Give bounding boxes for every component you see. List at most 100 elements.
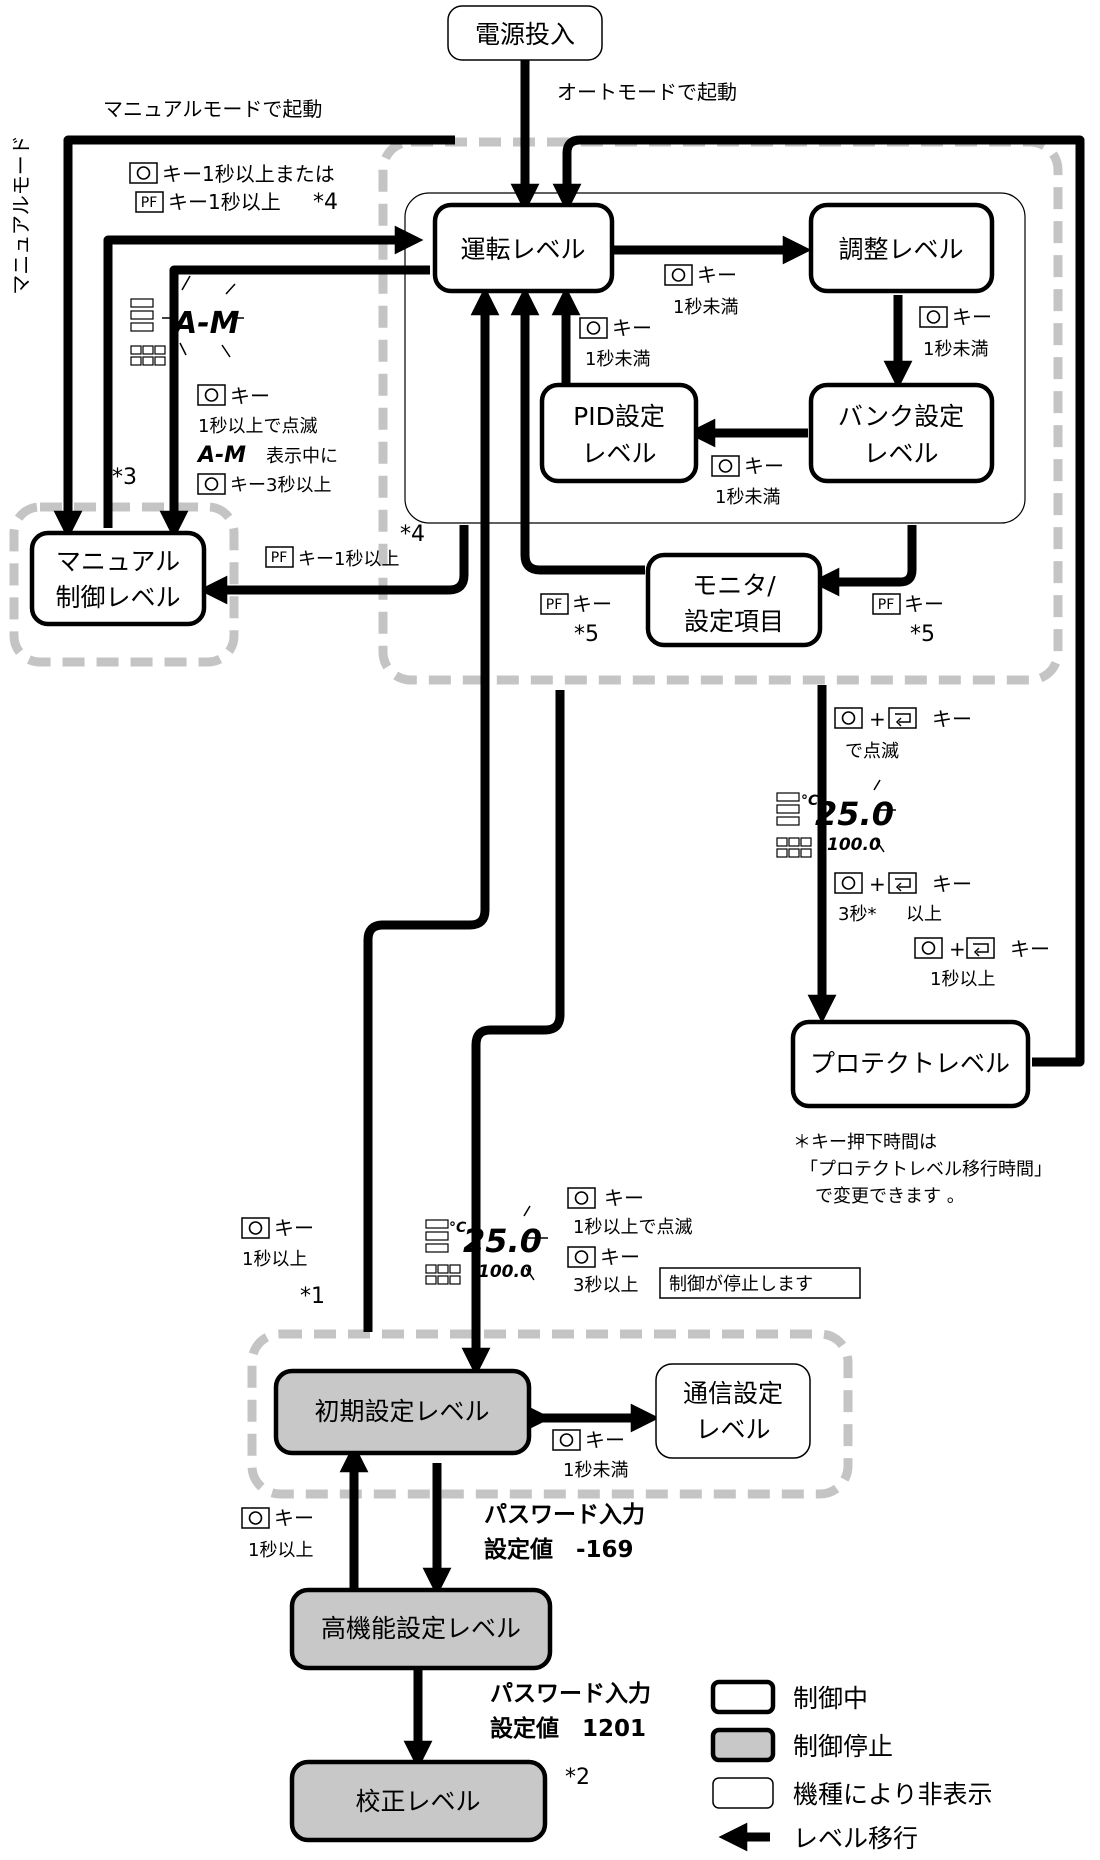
mode-key-icon: [567, 1246, 596, 1268]
plus-sign: +: [869, 707, 886, 731]
group-manual-frame: [9, 502, 239, 667]
pid-level-box[interactable]: [539, 382, 699, 484]
adjustment-level-label: 調整レベル: [838, 235, 963, 264]
legend-hidden-swatch: [712, 1777, 774, 1809]
operation-level-box[interactable]: [432, 202, 615, 294]
legend: 制御中 制御停止 機種により非表示 レベル移行: [710, 1679, 993, 1853]
key-1s-or-caption: キー1秒以上または: [162, 162, 335, 186]
group-initial-frame: [247, 1329, 853, 1499]
lt1s-caption: 1秒未満: [715, 487, 780, 508]
ge1s-caption: 1秒以上: [248, 1540, 313, 1561]
note-line-3: で変更できます 。: [815, 1186, 965, 1207]
monitor-item-label-1: モニタ/: [692, 571, 776, 600]
three-seconds-caption: 3秒*: [838, 904, 876, 925]
lt1s-caption: 1秒未満: [923, 339, 988, 360]
password-caption-1: パスワード入力: [484, 1502, 645, 1528]
key-label: キー: [600, 1245, 640, 1269]
mode-key-icon: [197, 473, 226, 495]
key-label: キー: [904, 592, 944, 616]
pf-key-icon: [872, 593, 901, 615]
plus-sign: +: [949, 937, 966, 961]
pv-display-icon: °C 25.0 100.0: [776, 779, 896, 858]
three-s-ijou-caption: 3秒以上: [573, 1275, 638, 1296]
mode-key-icon: [579, 317, 608, 339]
key-label: キー: [274, 1216, 314, 1240]
note-mark-5b: *5: [910, 622, 935, 647]
key-label: キー: [604, 1186, 644, 1210]
power-on-box: [447, 5, 603, 61]
mode-key-icon: [834, 707, 863, 729]
note-mark-1: *1: [300, 1284, 325, 1309]
initial-level-box[interactable]: [273, 1368, 532, 1456]
svg-text:25.0: 25.0: [815, 795, 894, 833]
power-on-label: 電源投入: [475, 20, 575, 49]
ge1s-blink-caption: 1秒以上で点滅: [198, 416, 317, 437]
mode-key-icon: [711, 455, 740, 477]
manual-level-label-1: マニュアル: [56, 547, 180, 576]
key-label: キー: [952, 305, 992, 329]
key-label: キー: [932, 707, 972, 731]
legend-stopped-label: 制御停止: [793, 1732, 893, 1761]
pf-key-icon-label: PF: [878, 597, 895, 613]
legend-active-label: 制御中: [793, 1684, 868, 1713]
protect-level-box[interactable]: [790, 1019, 1031, 1109]
transition-arrows: [53, 54, 1085, 1770]
svg-text:A-M: A-M: [172, 306, 240, 341]
svg-text:100.0: 100.0: [827, 835, 881, 855]
enter-key-icon: [888, 707, 917, 729]
lt1s-caption: 1秒未満: [563, 1460, 628, 1481]
key-label: キー: [274, 1506, 314, 1530]
ge1s-blink-caption: 1秒以上で点滅: [573, 1217, 692, 1238]
manual-level-box[interactable]: [29, 530, 207, 627]
note-mark-4b: *4: [400, 522, 425, 547]
advanced-level-label: 高機能設定レベル: [321, 1614, 521, 1643]
svg-text:25.0: 25.0: [463, 1222, 542, 1260]
bank-level-box[interactable]: [808, 382, 995, 484]
key-label: キー: [230, 384, 270, 408]
svg-text:100.0: 100.0: [478, 1262, 532, 1282]
pf-key-icon-label: PF: [141, 195, 158, 211]
comm-level-label-1: 通信設定: [683, 1379, 783, 1408]
manual-level-label-2: 制御レベル: [55, 583, 180, 612]
bank-level-label-2: レベル: [863, 439, 938, 468]
mode-key-icon: [241, 1507, 270, 1529]
key-3s-caption: キー3秒以上: [230, 475, 331, 496]
note-mark-3: *3: [112, 465, 137, 490]
legend-stopped-swatch: [710, 1727, 776, 1763]
note-mark-5a: *5: [574, 622, 599, 647]
manual-mode-vertical-caption: マニュアルモード: [9, 135, 33, 294]
mode-key-icon: [914, 937, 943, 959]
calibration-level-label: 校正レベル: [355, 1787, 480, 1816]
am-display-caption: 表示中に: [266, 446, 338, 467]
control-stops-box: [659, 1267, 861, 1299]
monitor-item-box[interactable]: [645, 552, 823, 648]
mode-key-icon: [834, 872, 863, 894]
key-label: キー: [585, 1428, 625, 1452]
note-line-1: ＊キー押下時間は: [793, 1132, 937, 1153]
pf-key-icon-label: PF: [546, 597, 563, 613]
pf-key-icon: [135, 191, 164, 213]
advanced-level-box[interactable]: [289, 1587, 553, 1671]
pid-level-label-2: レベル: [581, 439, 656, 468]
comm-level-box[interactable]: [655, 1363, 811, 1459]
key-label: キー: [612, 316, 652, 340]
key-label: キー: [572, 592, 612, 616]
mode-key-icon: [919, 306, 948, 328]
calibration-level-box[interactable]: [289, 1759, 548, 1843]
key-label: キー: [932, 872, 972, 896]
key-label: キー: [1010, 937, 1050, 961]
pf-key-1s-caption-2: キー1秒以上: [298, 549, 399, 570]
legend-hidden-label: 機種により非表示: [793, 1780, 993, 1809]
pf-key-1s-caption: キー1秒以上: [168, 190, 281, 214]
ge1s-caption: 1秒以上: [930, 969, 995, 990]
ijou-caption: 以上: [906, 904, 942, 925]
note-line-2: 「プロテクトレベル移行時間」: [800, 1159, 1052, 1180]
control-stops-caption: 制御が停止します: [669, 1274, 813, 1295]
legend-transition-label: レベル移行: [793, 1824, 918, 1853]
key-label: キー: [697, 263, 737, 287]
enter-key-icon: [888, 872, 917, 894]
adjustment-level-box[interactable]: [808, 202, 995, 294]
pv-display-icon-2: °C 25.0 100.0: [425, 1205, 548, 1285]
mode-key-icon: [552, 1429, 581, 1451]
